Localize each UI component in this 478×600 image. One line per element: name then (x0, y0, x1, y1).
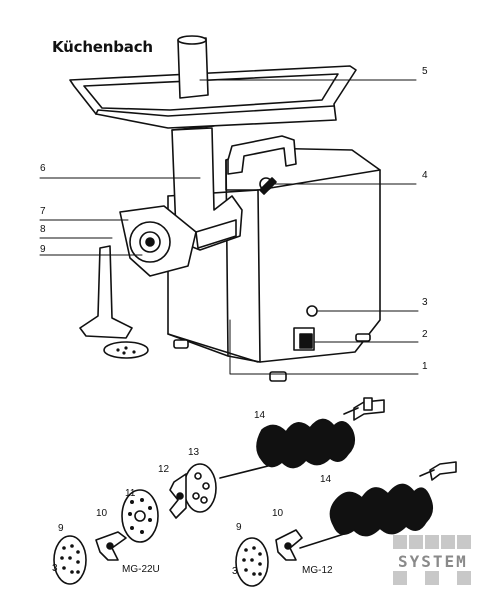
callout-1: 1 (422, 361, 428, 372)
auger-lower (299, 461, 457, 549)
callout-7: 7 (40, 206, 46, 217)
body-housing (167, 147, 381, 363)
part-label-12: 12 (158, 464, 170, 475)
part-label-10-left: 10 (96, 508, 108, 519)
model-label-left: MG-22U (122, 564, 160, 575)
power-switch (293, 327, 315, 351)
part-label-11: 11 (125, 488, 136, 499)
callout-8: 8 (40, 224, 46, 235)
part-label-10-right: 10 (272, 508, 284, 519)
model-label-right: MG-12 (302, 565, 333, 576)
power-indicator (306, 305, 318, 317)
watermark-text: SYSTEM (398, 552, 468, 571)
feed-tray (69, 65, 357, 129)
plate-9b (235, 537, 269, 587)
leader-lines (39, 79, 419, 375)
part-label-9-right: 9 (236, 522, 242, 533)
callout-4: 4 (422, 170, 428, 181)
plate-11 (121, 489, 159, 543)
callout-6: 6 (40, 163, 46, 174)
callout-3: 3 (422, 297, 428, 308)
cutter-10b (275, 529, 303, 561)
auger-upper (219, 397, 385, 479)
feed-neck (177, 35, 209, 99)
part-label-3-right: 3 (232, 566, 238, 577)
plate-9a (53, 535, 87, 585)
cutter-10a (95, 531, 127, 561)
callout-9: 9 (40, 244, 46, 255)
carrying-handle (227, 135, 297, 175)
callout-2: 2 (422, 329, 428, 340)
cover-ring (119, 205, 197, 277)
part-label-13: 13 (188, 447, 200, 458)
brand-logo: Küchenbach (52, 38, 153, 56)
watermark-logo (393, 535, 471, 585)
sausage-funnel (79, 245, 133, 339)
part-label-9-left: 9 (58, 523, 64, 534)
spare-plate (103, 341, 149, 359)
part-label-3-left: 3 (52, 563, 58, 574)
part-label-14-upper: 14 (254, 410, 266, 421)
callout-5: 5 (422, 66, 428, 77)
part-label-14-lower: 14 (320, 474, 332, 485)
cutter-12 (169, 473, 187, 519)
plate-13 (183, 463, 217, 513)
